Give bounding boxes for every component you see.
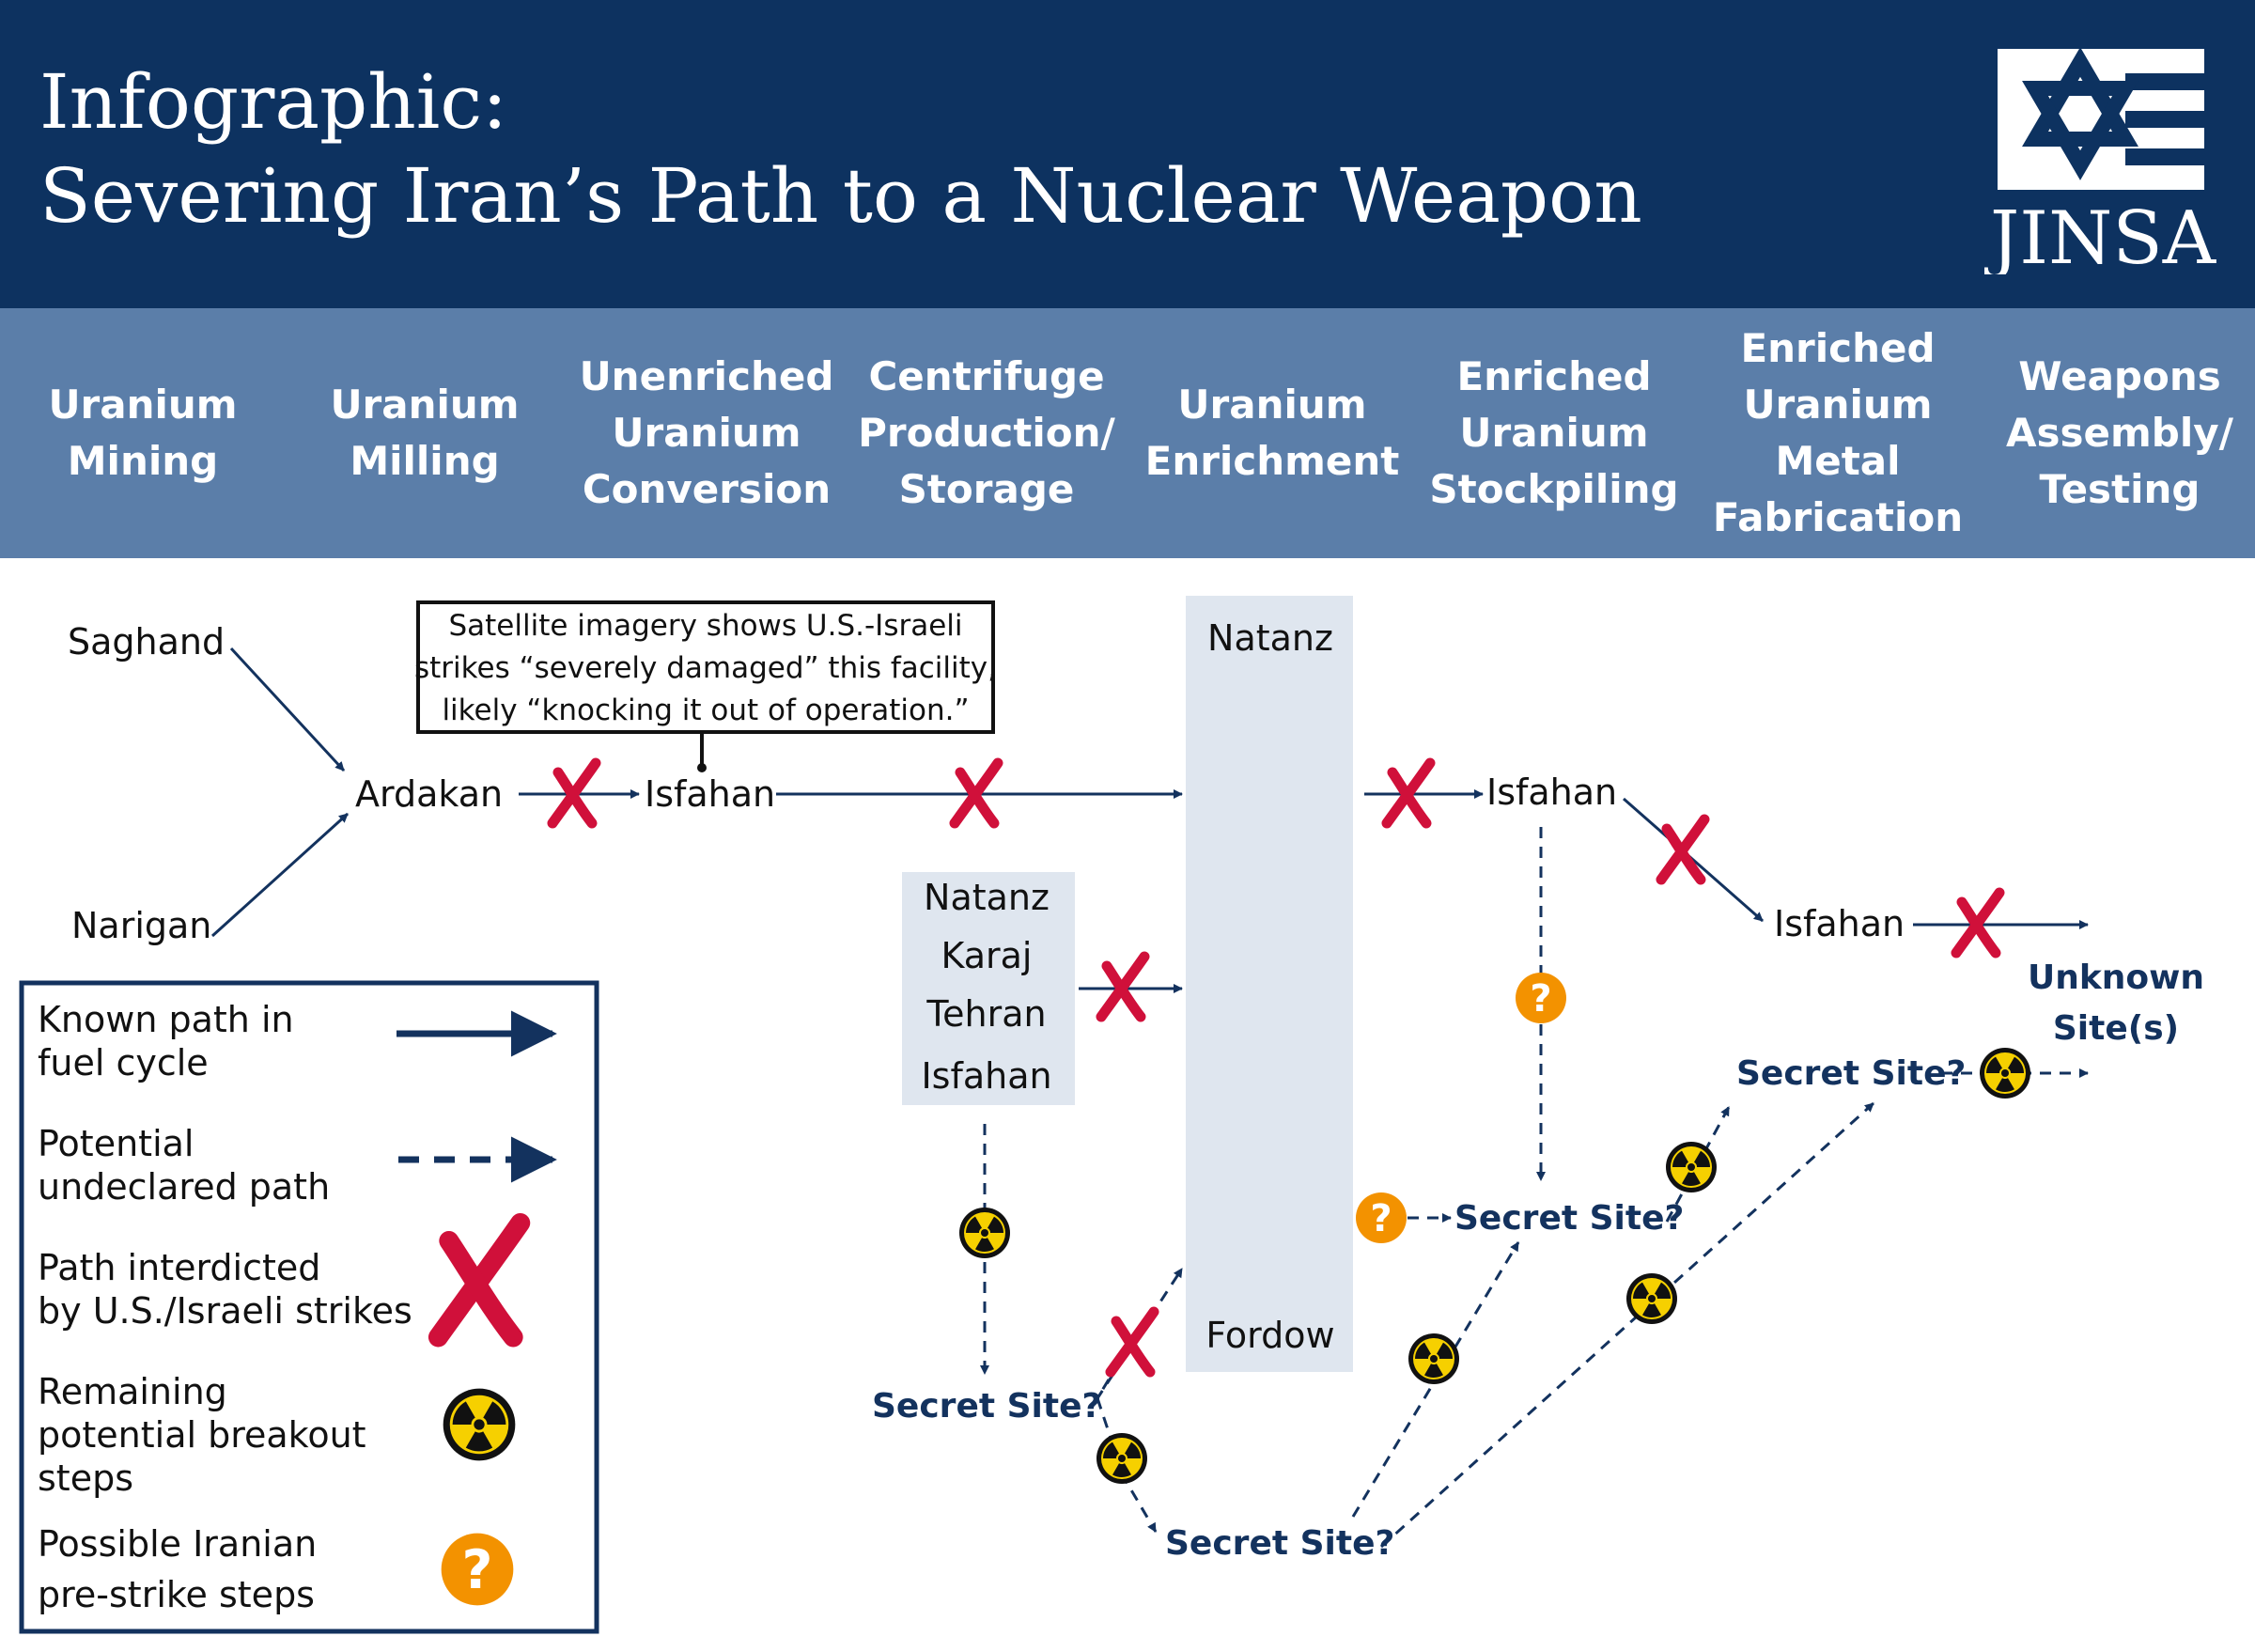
header-banner: Infographic: Severing Iran’s Path to a N… [0, 0, 2255, 308]
stage-weapons-assembly-testing: Weapons Assembly/ Testing [2006, 353, 2233, 512]
radiation-icon [1980, 1048, 2030, 1099]
title-line-1: Infographic: [39, 58, 508, 146]
site-centrifuge-karaj: Karaj [941, 935, 1032, 976]
site-centrifuge-tehran: Tehran [925, 993, 1046, 1035]
site-centrifuge-isfahan: Isfahan [921, 1055, 1051, 1097]
legend-question-mark-icon [441, 1533, 514, 1606]
legend: Known path in fuel cycle Potential undec… [19, 980, 599, 1634]
callout-line-1: Satellite imagery shows U.S.-Israeli [448, 609, 962, 643]
question-mark-icon [1356, 1192, 1407, 1243]
legend-prestrike-line-1: Possible Iranian [38, 1523, 317, 1565]
site-natanz-enrichment: Natanz [1207, 617, 1333, 659]
legend-breakout-line-3: steps [38, 1457, 133, 1499]
legend-known-line-1: Known path in [38, 999, 294, 1040]
site-unknown-line-1: Unknown [2028, 958, 2204, 997]
site-isfahan-metal: Isfahan [1774, 903, 1905, 944]
site-unknown-line-2: Site(s) [2053, 1009, 2179, 1048]
legend-potential-line-1: Potential [38, 1123, 194, 1164]
radiation-icon [1096, 1433, 1147, 1484]
legend-known-line-2: fuel cycle [38, 1042, 209, 1083]
radiation-icon [1408, 1333, 1459, 1384]
site-fordow: Fordow [1205, 1315, 1334, 1356]
radiation-icon [1626, 1273, 1677, 1324]
site-ardakan: Ardakan [355, 773, 503, 815]
secret-site-enrichment: Secret Site? [1165, 1524, 1394, 1563]
legend-breakout-line-1: Remaining [38, 1371, 227, 1412]
logo-text: JINSA [1984, 196, 2217, 274]
legend-breakout-line-2: potential breakout [38, 1414, 366, 1456]
path-saghand-ardakan [229, 647, 346, 772]
breakout-marks [959, 1048, 2030, 1484]
secret-site-centrifuge: Secret Site? [872, 1387, 1101, 1426]
path-enrich-secret-metal [1379, 1101, 1875, 1549]
red-x-icon [1101, 957, 1144, 1017]
path-stockpile-metal [1623, 797, 1764, 923]
stage-unenriched-uranium-conversion: Unenriched Uranium Conversion [579, 353, 834, 512]
legend-potential-line-2: undeclared path [38, 1166, 330, 1208]
stage-uranium-milling: Uranium Milling [330, 382, 520, 484]
red-x-icon [1661, 819, 1704, 880]
legend-prestrike-line-2: pre-strike steps [38, 1574, 315, 1615]
path-narigan-ardakan [210, 812, 350, 938]
fuel-cycle-stage-bar: Uranium Mining Uranium Milling Unenriche… [0, 308, 2255, 558]
legend-interdicted-line-2: by U.S./Israeli strikes [38, 1290, 412, 1332]
stage-enriched-uranium-metal-fabrication: Enriched Uranium Metal Fabrication [1712, 325, 1964, 540]
site-isfahan-conversion: Isfahan [645, 773, 775, 815]
question-mark-icon [1516, 973, 1566, 1023]
radiation-icon [1666, 1142, 1717, 1192]
radiation-icon [959, 1208, 1010, 1258]
star-of-david-flag-icon [1998, 47, 2204, 190]
site-narigan: Narigan [71, 905, 211, 946]
stage-centrifuge-production-storage: Centrifuge Production/ Storage [858, 353, 1115, 512]
jinsa-logo: JINSA [1984, 47, 2217, 274]
callout-line-2: strikes “severely damaged” this facility… [414, 651, 997, 685]
red-x-icon [1956, 893, 1999, 953]
potential-paths [980, 827, 2089, 1549]
stage-uranium-mining: Uranium Mining [48, 382, 238, 484]
callout-line-3: likely “knocking it out of operation.” [442, 694, 969, 727]
secret-site-metal: Secret Site? [1736, 1054, 1966, 1093]
legend-interdicted-line-1: Path interdicted [38, 1247, 320, 1288]
site-centrifuge-natanz: Natanz [924, 877, 1050, 918]
centrifuge-sites-box [902, 872, 1075, 1105]
legend-radiation-icon [443, 1388, 516, 1461]
site-saghand: Saghand [68, 621, 225, 662]
site-isfahan-stockpile: Isfahan [1486, 771, 1617, 813]
title-line-2: Severing Iran’s Path to a Nuclear Weapon [39, 152, 1642, 240]
stage-enriched-uranium-stockpiling: Enriched Uranium Stockpiling [1429, 353, 1679, 512]
enrichment-facilities-box [1186, 596, 1353, 1372]
red-x-icon [1111, 1312, 1154, 1372]
secret-site-stockpile: Secret Site? [1454, 1199, 1684, 1238]
stage-uranium-enrichment: Uranium Enrichment [1144, 382, 1400, 484]
strike-damage-callout [416, 600, 995, 734]
